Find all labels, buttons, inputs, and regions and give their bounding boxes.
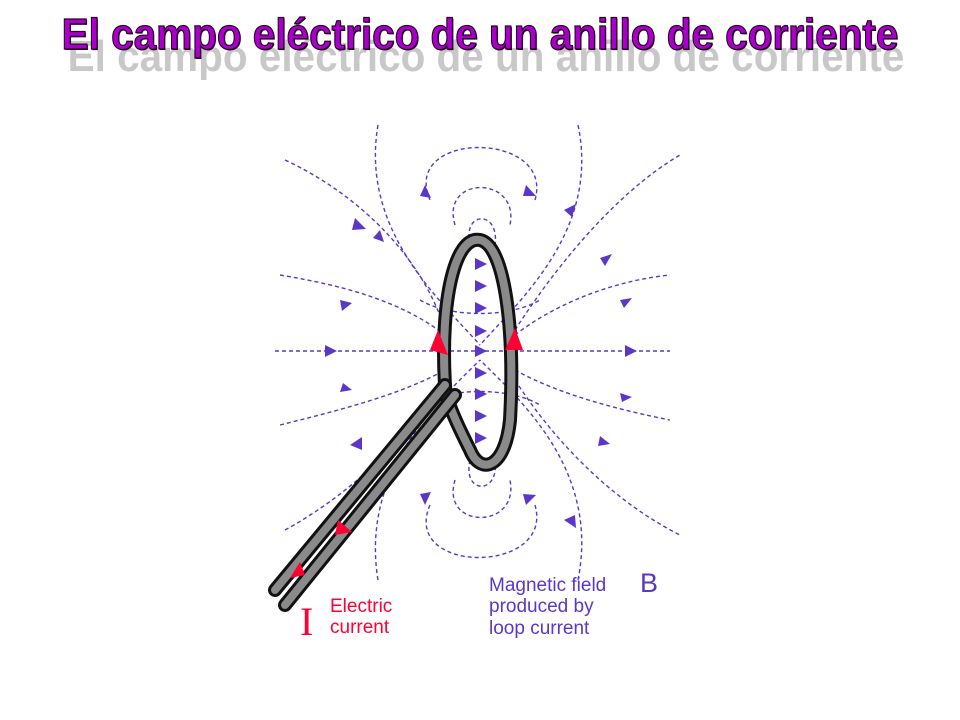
arrowhead: [620, 298, 632, 308]
field-line-right-3: [514, 369, 671, 421]
current-arrow-lead-up: [335, 520, 352, 535]
field-line-bottom-3: [425, 504, 538, 559]
current-symbol: I: [300, 599, 314, 644]
field-line-top-1: [374, 124, 481, 346]
slide-title-shadow: El campo eléctrico de un anillo de corri…: [67, 32, 905, 81]
arrowhead: [420, 185, 431, 198]
field-line-left-3: [279, 369, 446, 426]
arrowhead: [340, 383, 352, 392]
current-label: Electric current: [330, 596, 392, 639]
field-line-top-3: [425, 146, 538, 201]
slide-title-area: El campo eléctrico de un anillo de corri…: [0, 0, 960, 100]
arrowhead: [600, 254, 612, 266]
field-line-right-2: [514, 274, 671, 336]
field-line-bottom-2: [479, 359, 583, 581]
field-line-top-2: [479, 124, 583, 346]
current-arrow-right: [505, 328, 523, 350]
arrowhead: [350, 437, 362, 450]
field-line-bottom-5: [468, 459, 497, 487]
slide-title: El campo eléctrico de un anillo de corri…: [61, 9, 899, 59]
field-symbol: B: [640, 568, 659, 598]
field-line-top-4: [452, 186, 512, 226]
field-line-left-1: [284, 159, 446, 331]
arrowhead: [523, 494, 536, 505]
field-label: Magnetic field produced by loop current: [489, 575, 606, 639]
field-label-line-3: loop current: [489, 617, 590, 639]
current-label-line-1: Electric: [330, 596, 393, 617]
current-label-line-2: current: [330, 617, 390, 639]
field-line-right-1: [514, 154, 681, 331]
arrowhead: [564, 204, 576, 217]
wire-loop: [268, 232, 519, 612]
current-arrow-left: [430, 330, 448, 355]
field-line-right-4: [514, 379, 681, 536]
field-line-bottom-4: [452, 479, 512, 519]
arrowhead: [325, 345, 337, 357]
current-arrow-lead-down: [290, 562, 305, 578]
arrowhead: [598, 436, 610, 446]
field-label-line-2: produced by: [489, 596, 594, 618]
arrowhead: [620, 393, 632, 402]
arrowhead: [373, 230, 384, 242]
current-arrows: [290, 328, 523, 578]
arrowhead: [352, 218, 366, 230]
field-line-left-2: [279, 274, 446, 336]
field-label-line-1: Magnetic field: [489, 575, 607, 596]
arrowhead: [420, 492, 431, 505]
arrowhead: [340, 300, 352, 311]
arrowhead: [564, 515, 576, 528]
arrowhead: [523, 185, 536, 196]
arrowhead: [625, 345, 637, 357]
field-arrows-through-loop: [475, 258, 487, 444]
